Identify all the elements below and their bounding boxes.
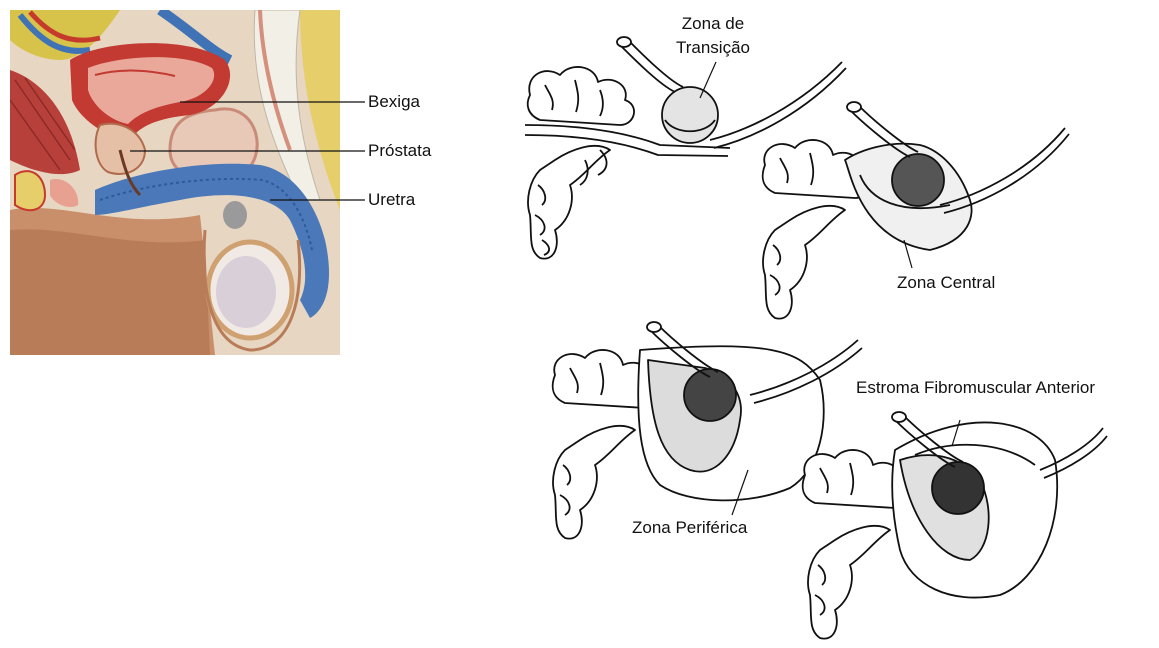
prostate-label: Próstata: [368, 141, 431, 161]
anatomy-drawing: [0, 0, 470, 360]
sketch-peripheral-zone: [553, 322, 862, 539]
bladder-label: Bexiga: [368, 92, 420, 112]
transition-zone-label-line1: Zona de: [678, 14, 748, 34]
central-zone-label: Zona Central: [897, 273, 995, 293]
prostate-zones-diagram: Zona de Transição Zona Central Zona Peri…: [500, 0, 1159, 648]
transition-zone-label-line2: Transição: [672, 38, 754, 58]
peripheral-zone-label: Zona Periférica: [632, 518, 747, 538]
urethra-label: Uretra: [368, 190, 415, 210]
zones-drawing: [500, 0, 1159, 648]
sketch-anterior-stroma: [803, 412, 1107, 639]
anatomy-illustration: Bexiga Próstata Uretra: [0, 0, 470, 360]
anterior-stroma-label: Estroma Fibromuscular Anterior: [856, 378, 1095, 398]
